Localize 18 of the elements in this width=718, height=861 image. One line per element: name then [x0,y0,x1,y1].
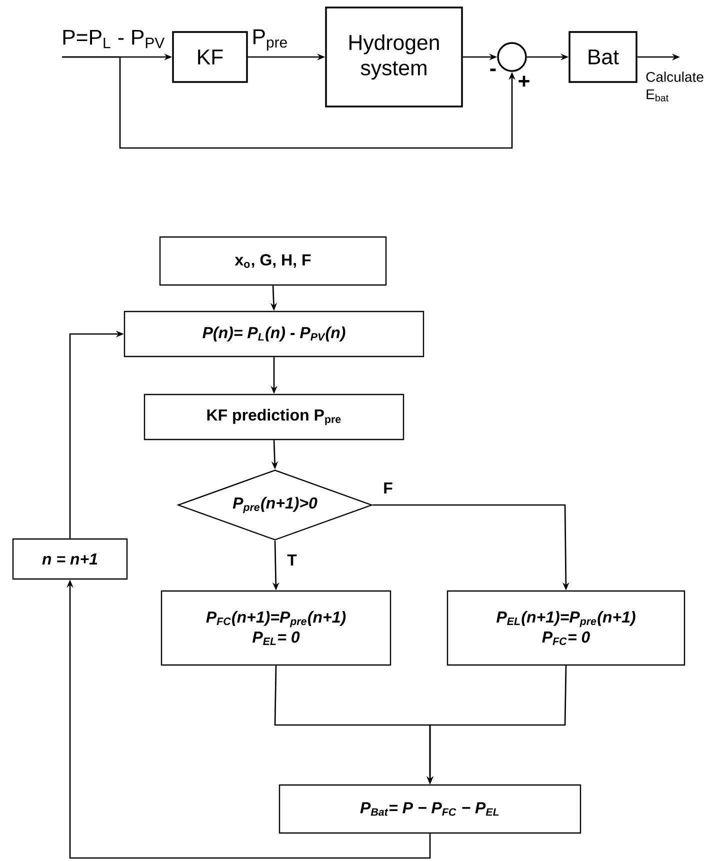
edge-label: Calculate E$_{bat}$ [644,70,711,103]
process-box: P(n)= P$_{L}$(n) - P$_{PV}$(n) [124,310,424,358]
edge-label: - [488,67,498,77]
process-box: n = n+1 [12,538,128,580]
edge-label: P=P$_{L}$ - P$_{PV}$ [60,28,167,50]
edge-label: F [382,481,394,495]
process-box: P$_{Bat}$= P − P$_{FC}$ − P$_{EL}$ [278,784,582,834]
process-box: Hydrogen system [325,6,463,108]
process-box: P$_{EL}$(n+1)=P$_{pre}$(n+1) P$_{FC}$= 0 [446,590,686,666]
process-box: KF prediction P$_{pre}$ [144,394,404,440]
process-box: KF [172,31,248,83]
process-box: P$_{FC}$(n+1)=P$_{pre}$(n+1) P$_{EL}$= 0 [160,590,392,666]
edge-label: T [286,553,298,567]
edge-label: + [516,74,532,90]
process-box: Bat [568,31,638,83]
edge-label: P$_{pre}$ [250,28,290,52]
summing-circle [497,42,527,72]
process-box: x$_{o}$, G, H, F [159,236,387,286]
